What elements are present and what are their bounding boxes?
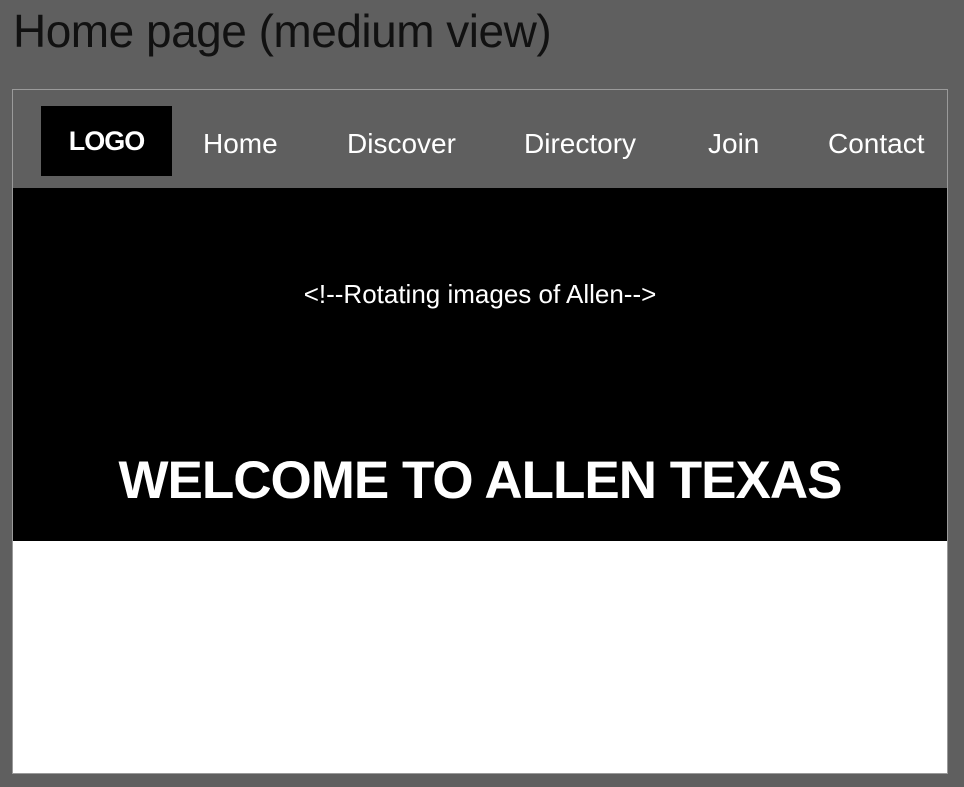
content-area [13,541,947,773]
hero-title: WELCOME TO ALLEN TEXAS [118,451,843,510]
nav-link-directory[interactable]: Directory [524,128,637,159]
nav-link-discover[interactable]: Discover [347,128,456,159]
hero-banner: <!--Rotating images of Allen--> WELCOME … [13,188,947,541]
nav-link-contact[interactable]: Contact [828,128,925,159]
page-frame: LOGO Home Discover Directory Join Contac… [12,89,948,774]
mockup-title: Home page (medium view) [13,5,552,57]
logo[interactable]: LOGO [41,106,172,176]
nav-link-home[interactable]: Home [203,128,278,159]
top-navigation: LOGO Home Discover Directory Join Contac… [13,90,947,188]
rotating-images-placeholder: <!--Rotating images of Allen--> [303,279,657,309]
nav-link-join[interactable]: Join [708,128,760,159]
